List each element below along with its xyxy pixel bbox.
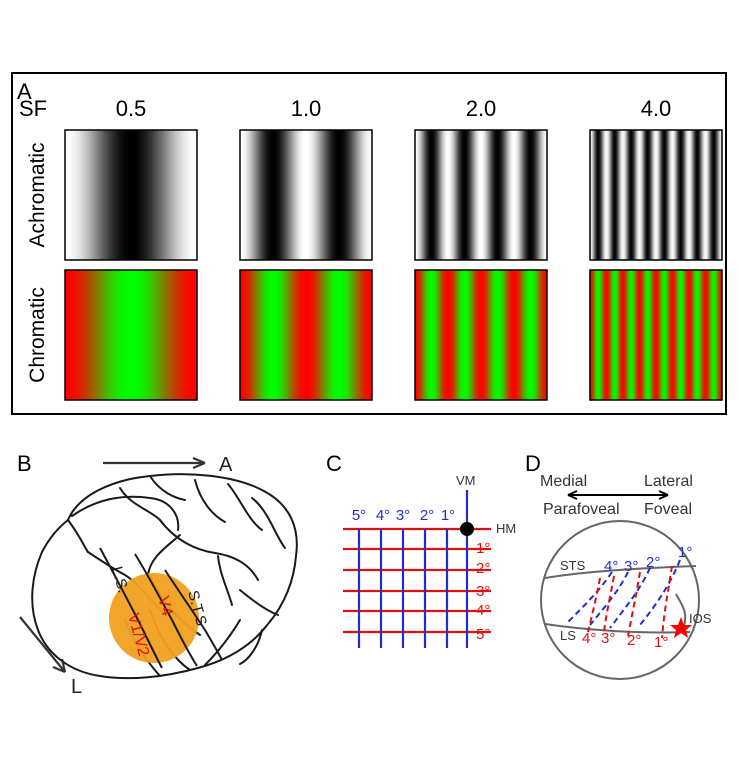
grating-chromatic-1 bbox=[239, 269, 373, 401]
sf-value: 1.0 bbox=[291, 96, 322, 121]
arrow-anterior-label: A bbox=[219, 454, 233, 476]
sts-line bbox=[544, 565, 697, 579]
panel-b: B A L bbox=[17, 451, 298, 698]
top-ecc: 1° bbox=[441, 507, 455, 524]
foveal-label: Foveal bbox=[644, 501, 692, 518]
row-label-chromatic: Chromatic bbox=[26, 287, 49, 383]
imaging-window bbox=[540, 520, 700, 680]
red-ecc-label: 1° bbox=[654, 634, 668, 651]
red-ecc-label: 3° bbox=[601, 630, 615, 647]
parafoveal-label: Parafoveal bbox=[543, 501, 620, 518]
top-ecc: 2° bbox=[420, 507, 434, 524]
grating-chromatic-2 bbox=[414, 269, 548, 401]
panel-a-frame bbox=[11, 72, 727, 415]
double-arrow bbox=[567, 490, 669, 500]
hm-label: HM bbox=[496, 521, 516, 536]
iso-eccentricity-red bbox=[587, 565, 673, 639]
row-label-achromatic: Achromatic bbox=[26, 142, 49, 247]
red-ecc-label: 2° bbox=[627, 632, 641, 649]
area-v4: V4 bbox=[154, 595, 176, 618]
panel-a: A SF 0.5 1.0 2.0 4.0 Achromatic Chromati… bbox=[11, 72, 727, 415]
right-ecc: 4° bbox=[476, 602, 490, 619]
sf-value: 0.5 bbox=[116, 96, 147, 121]
panel-d-letter: D bbox=[525, 451, 541, 476]
grating-achromatic-0 bbox=[64, 129, 198, 261]
grating-achromatic-2 bbox=[414, 129, 548, 261]
brain-outline bbox=[31, 473, 298, 680]
sf-value: 4.0 bbox=[641, 96, 672, 121]
lateral-label: Lateral bbox=[644, 473, 693, 490]
top-ecc: 3° bbox=[396, 507, 410, 524]
arrow-lateral bbox=[19, 616, 67, 674]
blue-ecc-label: 4° bbox=[604, 558, 618, 575]
grating-achromatic-1 bbox=[239, 129, 373, 261]
ios-label: IOS bbox=[689, 611, 712, 626]
star-icon bbox=[670, 617, 692, 638]
medial-label: Medial bbox=[540, 473, 587, 490]
right-ecc: 3° bbox=[476, 583, 490, 600]
sts-label: STS bbox=[560, 558, 586, 573]
top-ecc: 4° bbox=[376, 507, 390, 524]
sulci bbox=[99, 547, 223, 669]
panel-d: D Medial Lateral Parafoveal Foveal STS L… bbox=[525, 451, 712, 680]
right-ecc: 2° bbox=[476, 560, 490, 577]
blue-ecc-label: 1° bbox=[678, 544, 692, 561]
grating-achromatic-3 bbox=[589, 129, 723, 261]
blue-ecc-label: 2° bbox=[646, 554, 660, 571]
blue-ecc-label: 3° bbox=[624, 558, 638, 575]
arrow-anterior bbox=[103, 456, 206, 470]
panel-c: C VM HM 5° 4° 3° 2° 1° 1° 2° 3° 4° 5° bbox=[326, 451, 516, 648]
panel-a-letter: A bbox=[17, 79, 32, 104]
top-ecc: 5° bbox=[352, 507, 366, 524]
vm-label: VM bbox=[456, 473, 476, 488]
sulcus-ls: L.S. bbox=[108, 565, 131, 595]
sf-value: 2.0 bbox=[466, 96, 497, 121]
eccentricity-grid bbox=[343, 490, 491, 648]
sf-label: SF bbox=[19, 96, 47, 121]
ls-label: LS bbox=[560, 628, 576, 643]
grating-chromatic-3 bbox=[589, 269, 723, 401]
arrow-lateral-label: L bbox=[71, 676, 82, 698]
right-ecc: 1° bbox=[476, 540, 490, 557]
fovea-dot bbox=[460, 522, 474, 536]
panel-b-letter: B bbox=[17, 451, 32, 476]
panel-c-letter: C bbox=[326, 451, 342, 476]
recording-chamber bbox=[109, 573, 199, 663]
ls-line bbox=[544, 623, 691, 634]
ios-line bbox=[675, 593, 687, 627]
right-ecc: 5° bbox=[476, 626, 490, 643]
grating-chromatic-0 bbox=[64, 269, 198, 401]
red-ecc-label: 4° bbox=[582, 630, 596, 647]
